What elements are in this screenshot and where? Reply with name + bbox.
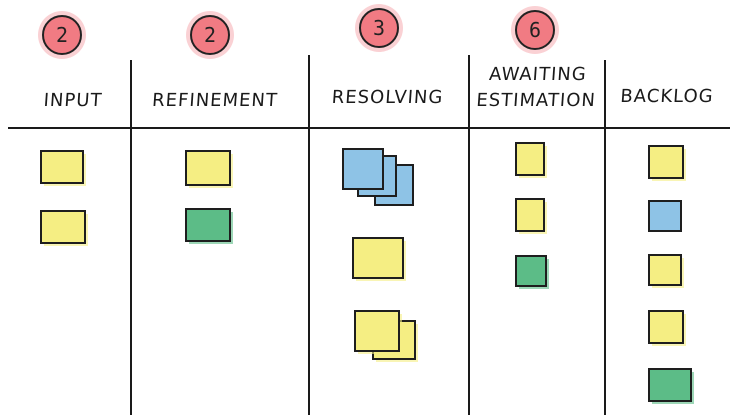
sticky-note-backlog-4[interactable]: [648, 310, 684, 344]
column-title-input: INPUT: [27, 90, 119, 112]
sticky-note-awaiting-1[interactable]: [515, 142, 545, 176]
column-title-refinement-text: REFINEMENT: [151, 90, 279, 111]
sticky-note-input-1[interactable]: [40, 150, 84, 184]
column-divider-1: [130, 60, 132, 415]
column-title-backlog-text: BACKLOG: [619, 86, 715, 107]
sticky-note-resolving-yellow-2[interactable]: [354, 310, 400, 352]
wip-limit-resolving: 3: [355, 4, 403, 52]
column-title-awaiting-text: AWAITING: [488, 64, 588, 85]
column-divider-4: [604, 60, 606, 415]
sticky-note-backlog-2[interactable]: [648, 200, 682, 232]
sticky-note-refinement-1[interactable]: [185, 150, 231, 186]
sticky-note-refinement-2[interactable]: [185, 208, 231, 242]
column-title-awaiting-estimation: AWAITING ESTIMATION: [470, 64, 603, 112]
column-title-resolving: RESOLVING: [319, 87, 456, 109]
sticky-note-backlog-3[interactable]: [648, 254, 682, 286]
sticky-note-awaiting-3[interactable]: [515, 255, 547, 287]
column-title-refinement: REFINEMENT: [139, 90, 291, 112]
header-divider-line: [8, 127, 730, 129]
column-title-input-text: INPUT: [42, 90, 104, 111]
sticky-note-backlog-5[interactable]: [648, 368, 692, 402]
column-title-resolving-text: RESOLVING: [331, 87, 445, 108]
column-divider-3: [468, 55, 470, 415]
column-divider-2: [308, 55, 310, 415]
wip-limit-awaiting-estimation: 6: [511, 6, 559, 54]
column-title-backlog: BACKLOG: [611, 86, 723, 108]
sticky-note-input-2[interactable]: [40, 210, 86, 244]
wip-limit-refinement: 2: [186, 11, 234, 59]
sticky-note-resolving-blue-1[interactable]: [342, 148, 384, 190]
wip-limit-input: 2: [38, 11, 86, 59]
sticky-note-backlog-1[interactable]: [648, 145, 684, 179]
sticky-note-resolving-yellow-1[interactable]: [352, 237, 404, 279]
column-title-estimation-text: ESTIMATION: [475, 90, 597, 111]
sticky-note-awaiting-2[interactable]: [515, 198, 545, 232]
